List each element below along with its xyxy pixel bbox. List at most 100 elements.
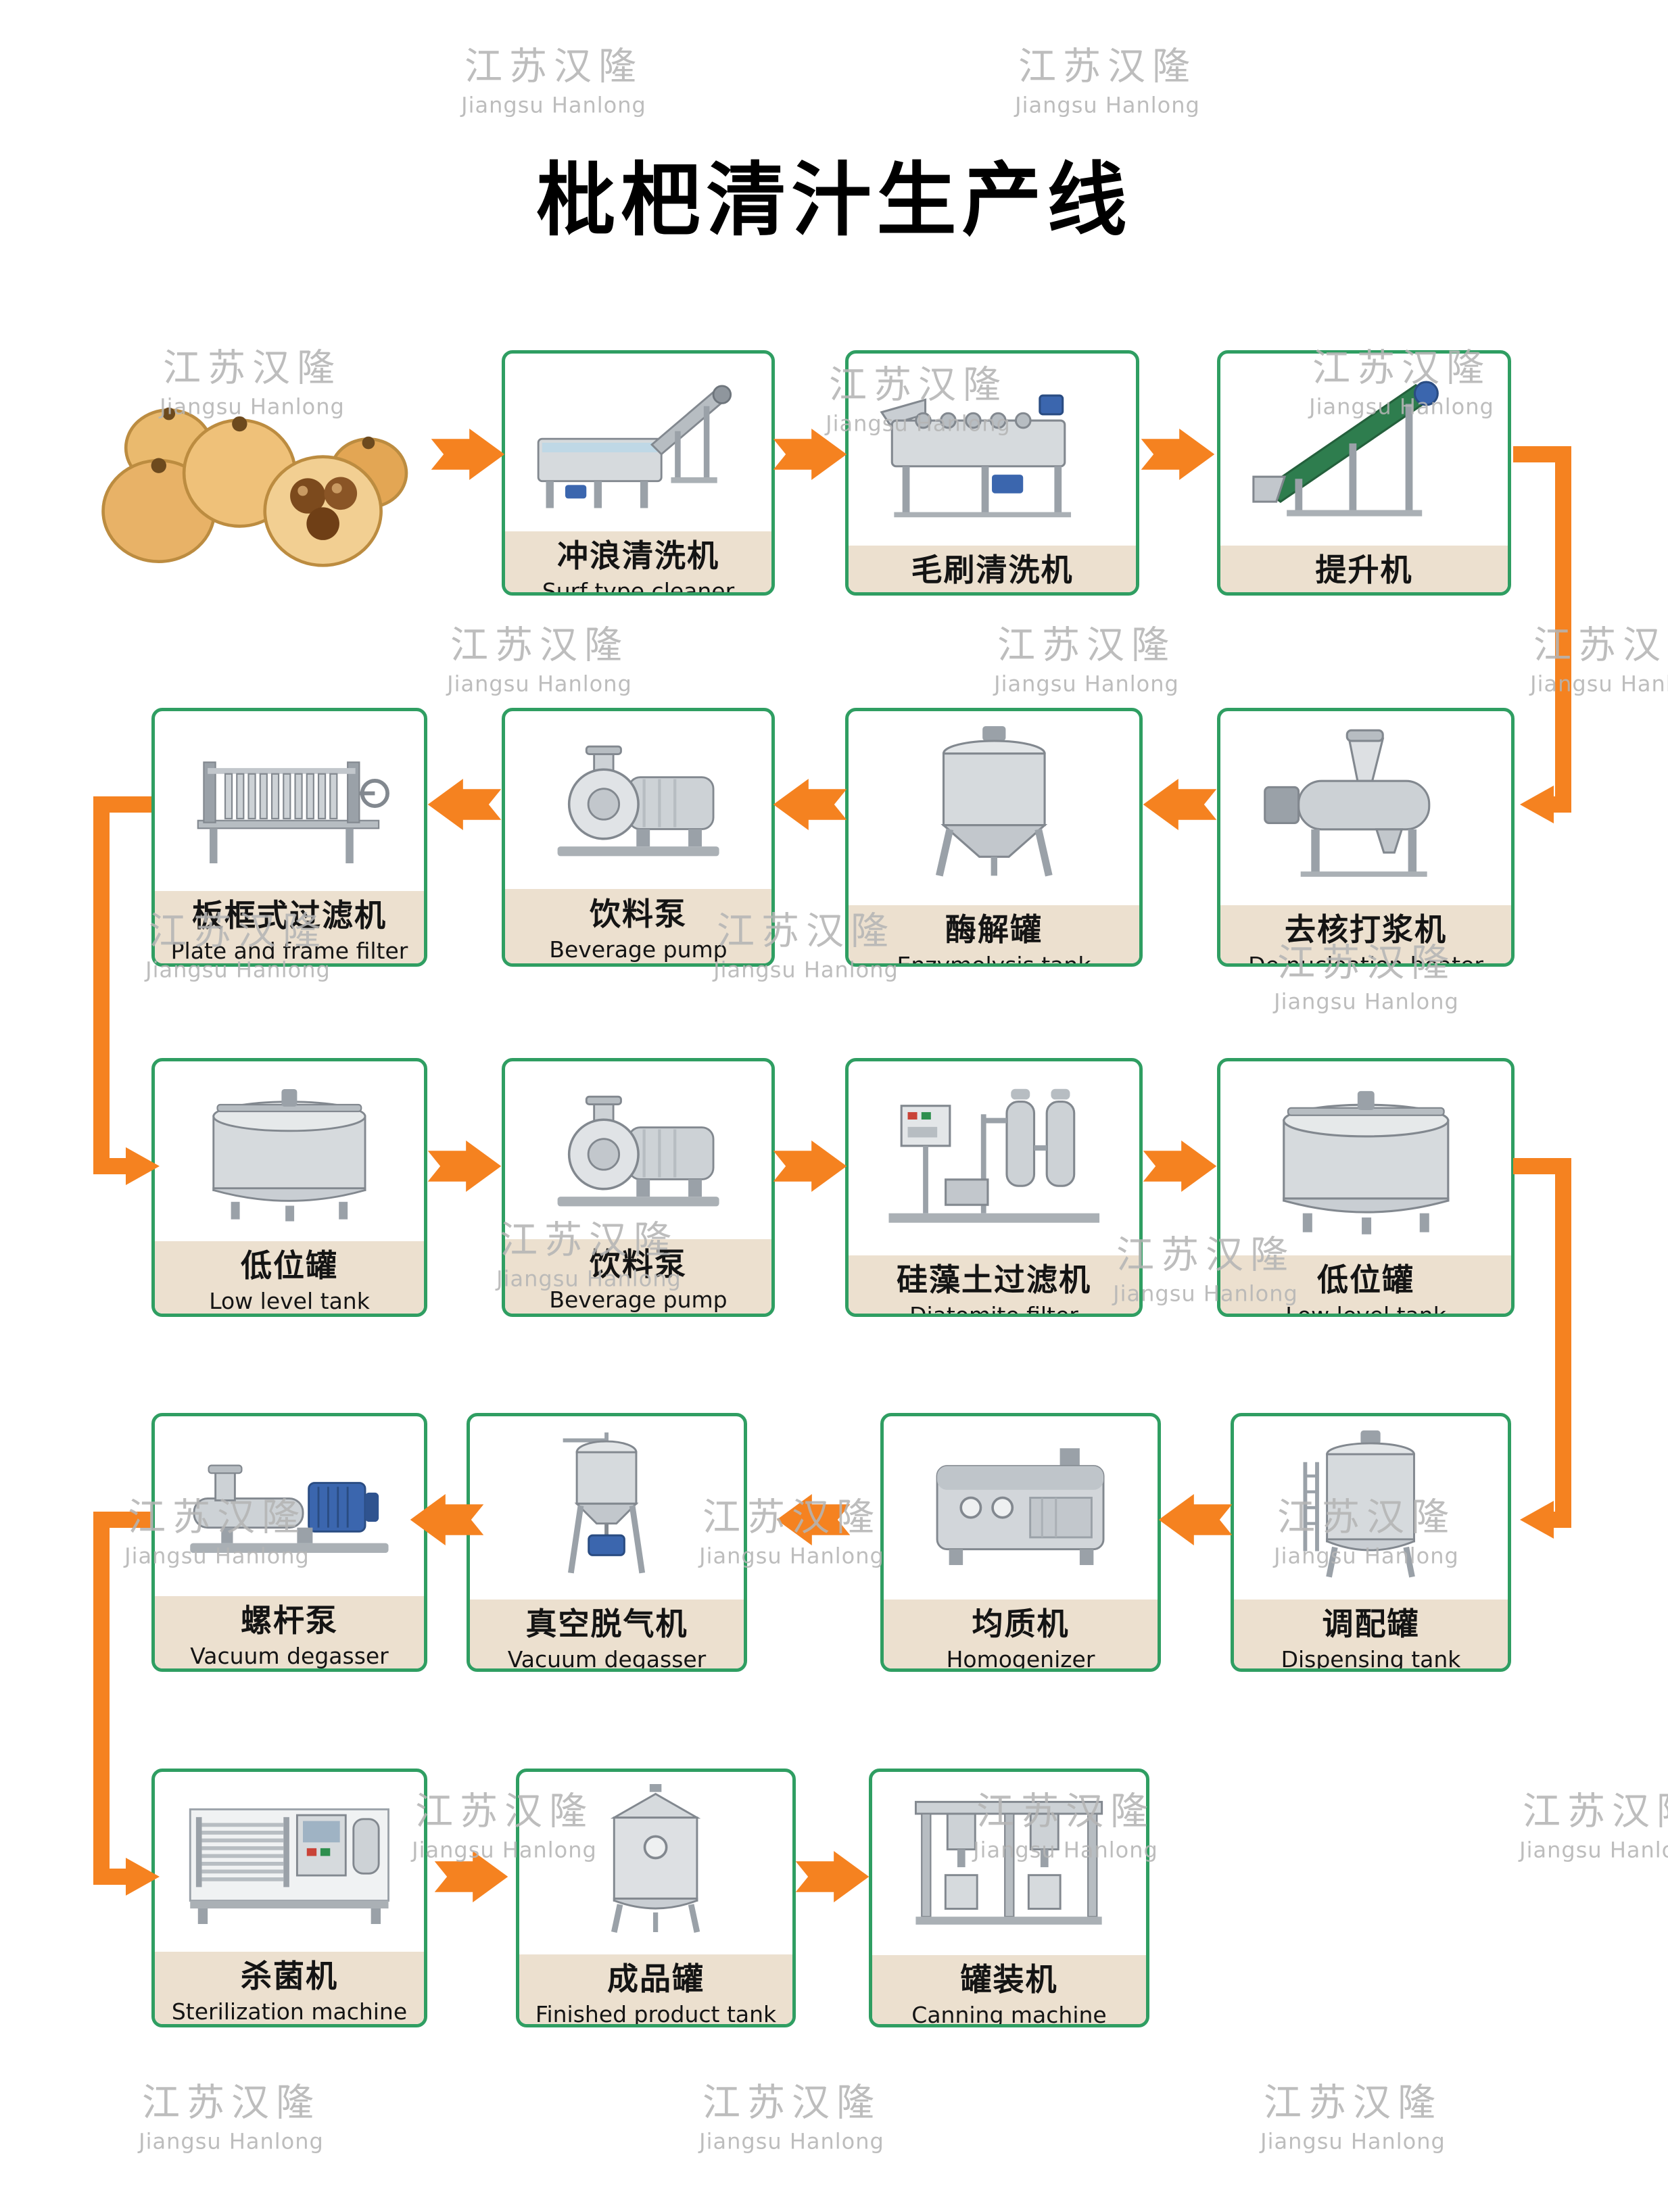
flow-arrow-left-icon: [1143, 779, 1217, 830]
stage-label: 成品罐 Finished product tank: [519, 1954, 792, 2027]
connector-row4-row5: [93, 1512, 151, 1885]
stage-card-beverage-pump-1: 饮料泵 Beverage pump: [502, 708, 775, 967]
stage-name-en: Canning machine: [911, 2001, 1107, 2027]
stage-name-zh: 毛刷清洗机: [911, 551, 1074, 588]
stage-card-dispensing-tank: 调配罐 Dispensing tank: [1231, 1413, 1511, 1672]
stage-name-en: Beverage pump: [549, 936, 728, 963]
stage-name-en: Homogenizer: [946, 1645, 1095, 1672]
low-level-tank-icon: [155, 1061, 424, 1241]
enzymolysis-tank-icon: [849, 711, 1139, 905]
stage-name-en: Hoist: [1335, 592, 1392, 593]
stage-name-zh: 低位罐: [1317, 1261, 1414, 1298]
watermark-en: Jiangsu Hanlong: [447, 671, 632, 697]
stage-card-brush-cleaning-machine: 毛刷清洗机 Brush cleaning machine: [845, 350, 1139, 596]
stage-name-zh: 调配罐: [1322, 1605, 1420, 1642]
stage-card-screw-pump: 螺杆泵 Vacuum degasser: [151, 1413, 427, 1672]
flow-arrow-left-icon: [1158, 1494, 1233, 1545]
loquat-fruits-icon: [80, 357, 435, 597]
stage-label: 板框式过滤机 Plate and frame filter: [155, 891, 424, 965]
watermark-zh: 江苏汉隆: [1522, 1789, 1668, 1834]
stage-label: 饮料泵 Beverage pump: [505, 889, 771, 963]
watermark-zh: 江苏汉隆: [1263, 2081, 1442, 2125]
stage-name-zh: 饮料泵: [590, 896, 687, 933]
stage-name-zh: 去核打浆机: [1285, 911, 1447, 948]
watermark: 江苏汉隆 Jiangsu Hanlong: [139, 2073, 324, 2155]
stage-name-en: De nucleation beater: [1248, 951, 1483, 967]
stage-card-vacuum-degasser: 真空脱气机 Vacuum degasser: [467, 1413, 747, 1672]
stage-name-en: Beverage pump: [549, 1287, 728, 1314]
stage-name-en: Low level tank: [209, 1288, 370, 1315]
watermark-en: Jiangsu Hanlong: [139, 2128, 324, 2155]
diatomite-filter-icon: [849, 1061, 1139, 1255]
stage-name-zh: 成品罐: [607, 1960, 705, 1997]
surf-cleaner-icon: [505, 354, 771, 531]
brush-cleaning-machine-icon: [849, 354, 1136, 546]
connector-row1-row2: [1513, 446, 1571, 813]
stage-label: 饮料泵 Beverage pump: [505, 1239, 771, 1314]
stage-card-beverage-pump-2: 饮料泵 Beverage pump: [502, 1058, 775, 1317]
watermark-en: Jiangsu Hanlong: [994, 671, 1179, 697]
flow-arrow-right-icon: [1141, 429, 1215, 480]
flow-arrow-right-icon: [434, 1851, 508, 1902]
watermark-zh: 江苏汉隆: [464, 45, 643, 89]
screw-pump-icon: [155, 1416, 424, 1596]
flow-arrow-left-icon: [410, 1494, 484, 1545]
stage-card-low-level-tank-1: 低位罐 Low level tank: [151, 1058, 427, 1317]
stage-label: 低位罐 Low level tank: [155, 1241, 424, 1314]
watermark-zh: 江苏汉隆: [450, 623, 629, 668]
beverage-pump-icon: [505, 1061, 771, 1239]
flow-arrow-right-icon: [1143, 1140, 1217, 1192]
stage-label: 去核打浆机 De nucleation beater: [1220, 905, 1511, 967]
stage-card-hoist: 提升机 Hoist: [1217, 350, 1511, 596]
plate-frame-filter-icon: [155, 711, 424, 891]
watermark-en: Jiangsu Hanlong: [699, 2128, 884, 2155]
stage-name-zh: 饮料泵: [590, 1246, 687, 1283]
watermark-zh: 江苏汉隆: [141, 2081, 320, 2125]
stage-card-diatomite-filter: 硅藻土过滤机 Diatomite filter: [845, 1058, 1143, 1317]
stage-label: 螺杆泵 Vacuum degasser: [155, 1596, 424, 1670]
watermark: 江苏汉隆 Jiangsu Hanlong: [1519, 1781, 1668, 1863]
flow-arrow-right-icon: [431, 429, 505, 480]
stage-label: 提升机 Hoist: [1220, 545, 1508, 593]
beverage-pump-icon: [505, 711, 771, 889]
stage-label: 硅藻土过滤机 Diatomite filter: [849, 1255, 1139, 1314]
flow-arrow-right-icon: [795, 1851, 869, 1902]
watermark: 江苏汉隆 Jiangsu Hanlong: [447, 615, 632, 697]
stage-name-zh: 板框式过滤机: [192, 897, 387, 934]
watermark-en: Jiangsu Hanlong: [1519, 1837, 1668, 1863]
stage-name-zh: 杀菌机: [241, 1958, 338, 1995]
dispensing-tank-icon: [1234, 1416, 1508, 1600]
stage-name-en: Brush cleaning machine: [858, 592, 1127, 593]
sterilization-machine-icon: [155, 1772, 424, 1952]
watermark-en: Jiangsu Hanlong: [1530, 671, 1668, 697]
stage-card-sterilization-machine: 杀菌机 Sterilization machine: [151, 1769, 427, 2027]
stage-label: 酶解罐 Enzymolysis tank: [849, 905, 1139, 963]
stage-card-enzymolysis-tank: 酶解罐 Enzymolysis tank: [845, 708, 1143, 967]
stage-label: 调配罐 Dispensing tank: [1234, 1599, 1508, 1672]
stage-card-surf-type-cleaner: 冲浪清洗机 Surf type cleaner: [502, 350, 775, 596]
stage-card-canning-machine: 罐装机 Canning machine: [869, 1769, 1149, 2027]
watermark-zh: 江苏汉隆: [1533, 623, 1668, 668]
stage-label: 均质机 Homogenizer: [884, 1599, 1158, 1672]
stage-label: 低位罐 Low level tank: [1220, 1255, 1511, 1317]
stage-name-zh: 提升机: [1315, 551, 1413, 588]
stage-name-en: Vacuum degasser: [190, 1643, 389, 1670]
stage-name-zh: 螺杆泵: [241, 1602, 338, 1639]
stage-name-zh: 酶解罐: [945, 911, 1043, 948]
stage-name-zh: 真空脱气机: [525, 1605, 688, 1642]
stage-label: 冲浪清洗机 Surf type cleaner: [505, 531, 771, 596]
stage-label: 杀菌机 Sterilization machine: [155, 1952, 424, 2024]
stage-name-en: Finished product tank: [535, 2000, 777, 2027]
stage-name-en: Plate and frame filter: [170, 938, 408, 965]
stage-name-en: Dispensing tank: [1281, 1645, 1461, 1672]
flow-arrow-right-icon: [773, 429, 847, 480]
watermark-zh: 江苏汉隆: [1018, 45, 1197, 89]
homogenizer-icon: [884, 1416, 1158, 1600]
stage-name-en: Surf type cleaner: [542, 578, 735, 596]
page-title: 枇杷清汁生产线: [535, 153, 1133, 247]
stage-name-en: Low level tank: [1285, 1301, 1446, 1317]
